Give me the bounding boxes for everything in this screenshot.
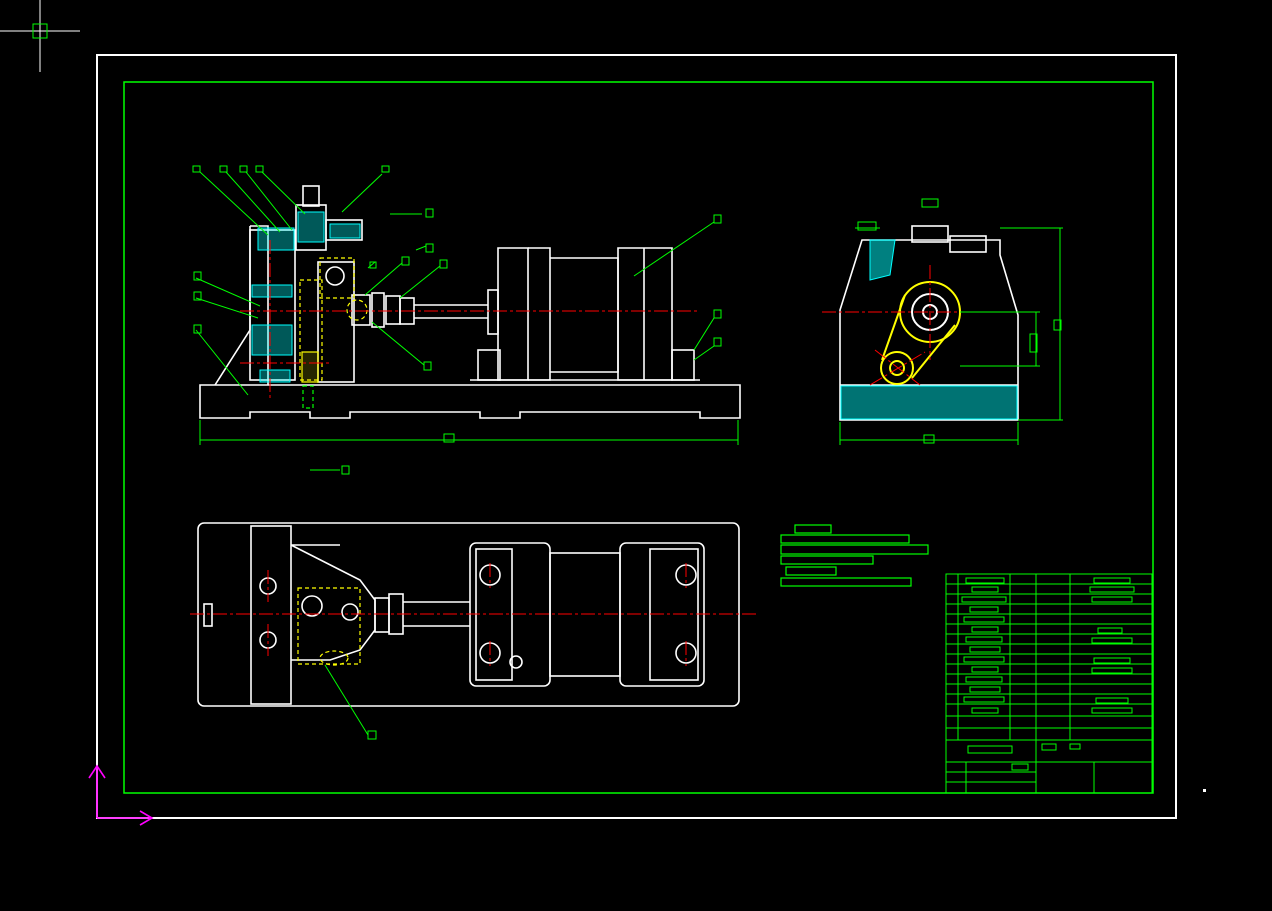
ucs-axis-icon bbox=[88, 764, 154, 826]
drawing-frame bbox=[123, 81, 1154, 794]
front-view-centerlines bbox=[240, 240, 700, 400]
part-balloons[interactable] bbox=[192, 165, 722, 475]
side-view[interactable] bbox=[839, 225, 1019, 421]
sheet-border bbox=[96, 54, 1177, 819]
title-block[interactable] bbox=[945, 573, 1153, 794]
technical-notes bbox=[780, 524, 929, 587]
top-view-hidden-lines bbox=[297, 587, 361, 666]
front-view-dimension bbox=[199, 420, 739, 445]
snap-point-marker bbox=[1203, 789, 1206, 792]
front-view-hidden-lines bbox=[299, 257, 368, 409]
side-view-linkage bbox=[880, 281, 961, 385]
crosshair-pickbox-icon bbox=[0, 0, 80, 72]
top-view-centerlines bbox=[190, 563, 758, 666]
front-view[interactable] bbox=[199, 185, 741, 419]
top-view-balloon[interactable] bbox=[324, 664, 377, 740]
side-view-hatch bbox=[840, 239, 1018, 420]
side-view-dimensions bbox=[839, 198, 1063, 445]
